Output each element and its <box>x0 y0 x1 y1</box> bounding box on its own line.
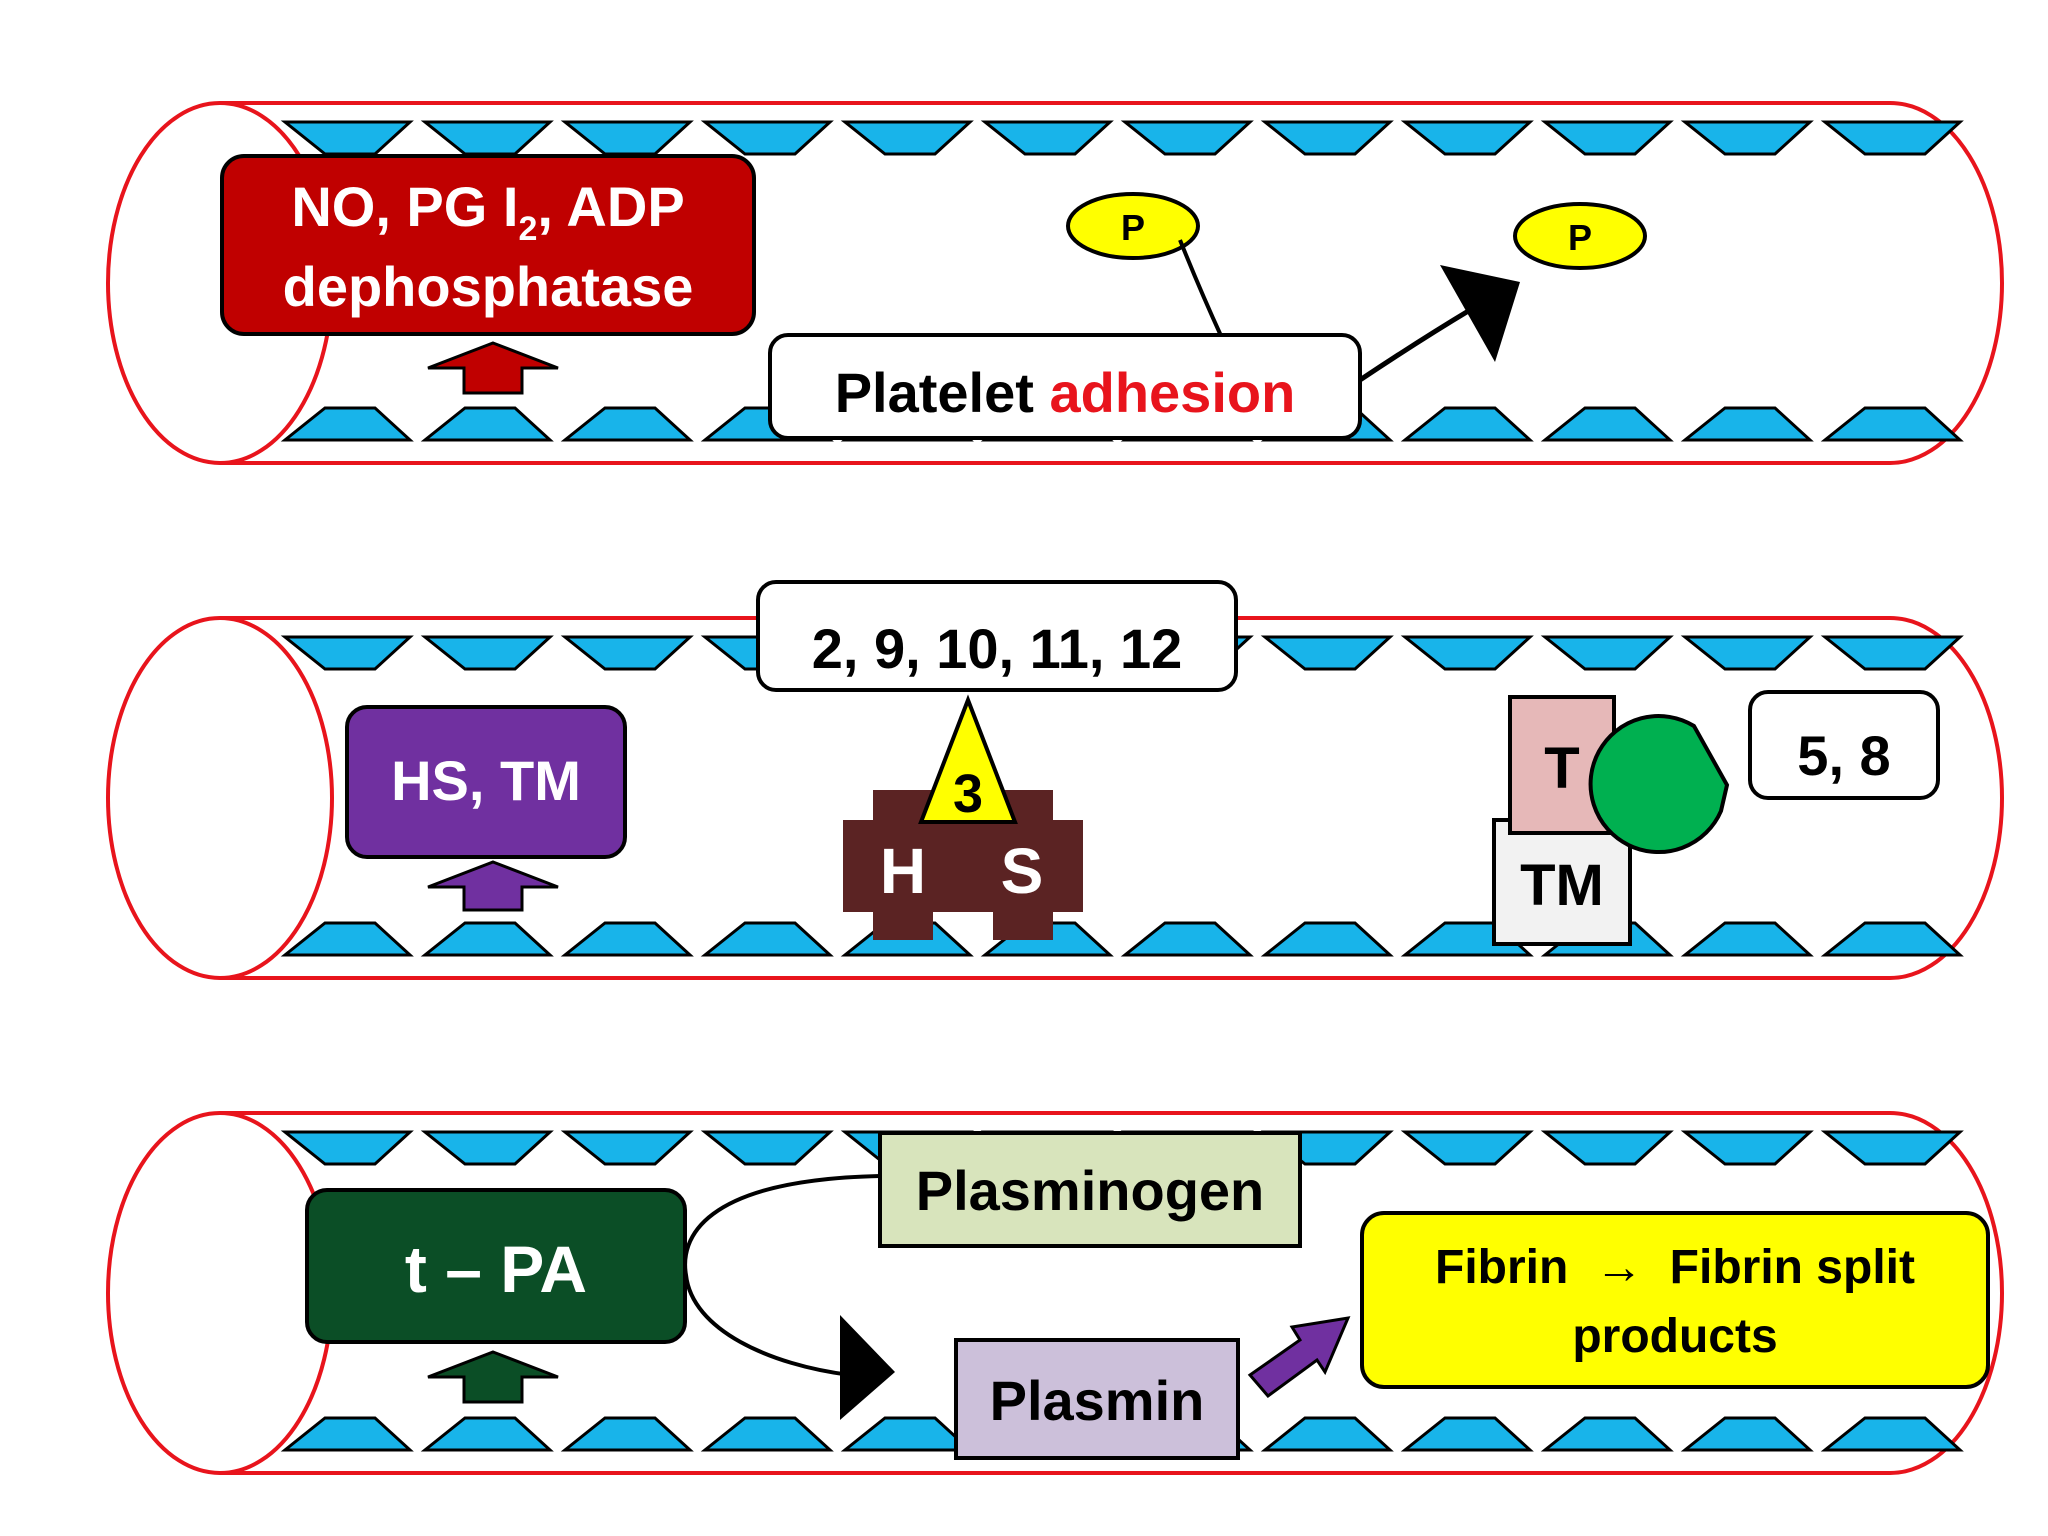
vessel-outline <box>220 101 2004 465</box>
vessel-outline <box>220 616 2004 980</box>
no-label-line1: NO, PG I <box>291 175 518 238</box>
phosphate-1-label: P <box>1121 207 1145 248</box>
panel-fibrinolysis: t – PA Plasminogen Plasmin Fibrin → Fibr… <box>106 1111 2004 1475</box>
platelet-word: Platelet <box>835 361 1034 424</box>
heparan-h-label: H <box>880 835 926 907</box>
no-pgi2-box <box>220 154 756 336</box>
thrombin-label: T <box>1544 736 1579 801</box>
tpa-label: t – PA <box>405 1232 587 1306</box>
vessel-opening <box>106 1111 334 1475</box>
phosphate-2-label: P <box>1568 217 1592 258</box>
factors-2-9-10-11-12-label: 2, 9, 10, 11, 12 <box>812 617 1183 680</box>
hs-tm-box <box>345 705 627 859</box>
factors-5-8-label: 5, 8 <box>1797 724 1890 787</box>
no-label-line2: dephosphatase <box>283 255 694 318</box>
red-up-arrow <box>427 341 559 395</box>
fibrin-line2: products <box>1572 1310 1777 1363</box>
adhesion-word: adhesion <box>1049 361 1295 424</box>
antithrombin-label: 3 <box>953 764 983 824</box>
vessel-opening <box>106 616 334 980</box>
platelet-adhesion-box <box>768 333 1362 440</box>
heparan-s-label: S <box>1001 835 1044 907</box>
no-label-line1-tail: , ADP <box>537 175 684 238</box>
phosphate-2 <box>1513 202 1647 270</box>
green-up-arrow <box>427 1350 559 1404</box>
phosphate-release-arrowhead <box>1440 265 1520 362</box>
no-pgi2-label: NO, PG I2, ADP <box>291 175 684 248</box>
thrombomodulin-box <box>1492 818 1632 946</box>
activation-arrowhead <box>840 1315 895 1420</box>
platelet-adhesion-label: Platelet adhesion <box>835 361 1296 424</box>
plasmin-box <box>954 1338 1240 1460</box>
plasminogen-box <box>878 1131 1302 1248</box>
antithrombin-triangle <box>918 694 1018 824</box>
phosphate-release-arrow-line <box>1358 307 1472 383</box>
thrombomodulin-label: TM <box>1520 853 1604 918</box>
purple-diagonal-arrow <box>1247 1316 1351 1399</box>
tpa-box <box>305 1188 687 1344</box>
protein-c-pacman-icon <box>1588 714 1730 855</box>
phosphate-link-line <box>1178 239 1224 339</box>
endothelium-top-row <box>283 120 1962 156</box>
fibrin-box <box>1360 1211 1990 1389</box>
plasminogen-label: Plasminogen <box>916 1159 1265 1222</box>
endothelium-bottom-row <box>283 921 1962 957</box>
phosphate-1 <box>1066 192 1200 260</box>
hs-tm-label: HS, TM <box>391 749 581 812</box>
panel-platelet-adhesion: NO, PG I2, ADP dephosphatase P P Platele… <box>106 101 2004 465</box>
vessel-outline <box>220 1111 2004 1475</box>
no-label-subscript: 2 <box>518 210 537 248</box>
fibrin-line1: Fibrin → Fibrin split <box>1435 1241 1915 1294</box>
factors-2-9-10-11-12-box <box>756 580 1238 692</box>
factors-5-8-box <box>1748 690 1940 800</box>
panel-anticoagulation: HS, TM H S 3 2, 9, 10, 11, 12 TM T 5, 8 <box>106 580 2004 980</box>
purple-up-arrow <box>427 860 559 912</box>
plasmin-label: Plasmin <box>990 1369 1205 1432</box>
